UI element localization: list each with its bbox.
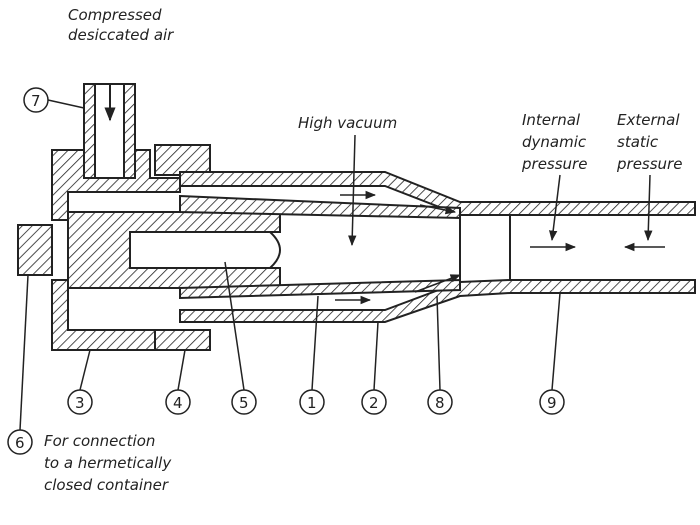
callout-9: 9 (539, 292, 565, 415)
callout-3-text: 3 (75, 394, 85, 412)
central-stem (17, 211, 281, 289)
high-vacuum-label: High vacuum (298, 114, 397, 132)
internal-pressure-label-line3: pressure (521, 155, 587, 173)
air-inlet-pipe (83, 83, 136, 179)
callout-2: 2 (361, 321, 387, 415)
callout-5-text: 5 (239, 394, 249, 412)
callout-6-text: 6 (15, 434, 25, 452)
callout-4-text: 4 (173, 394, 183, 412)
external-pressure-label-line3: pressure (616, 155, 682, 173)
connection-label-line2: to a hermetically (44, 454, 172, 472)
union-nut (154, 144, 211, 351)
callout-6: 6 (7, 274, 33, 455)
compressed-air-label-line1: Compressed (68, 6, 162, 24)
callout-5: 5 (224, 261, 257, 415)
external-pressure-label-line2: static (617, 133, 659, 151)
internal-pressure-label-line1: Internal (522, 111, 581, 129)
callout-2-text: 2 (369, 394, 379, 412)
connection-label-line3: closed container (44, 476, 169, 494)
callout-4: 4 (165, 349, 191, 415)
flow-arrows (335, 190, 665, 305)
callout-1: 1 (299, 295, 325, 415)
internal-pressure-label-line2: dynamic (522, 133, 587, 151)
connection-label-line1: For connection (44, 432, 155, 450)
callout-8-text: 8 (435, 394, 445, 412)
callout-8: 8 (427, 295, 453, 415)
callout-3: 3 (67, 349, 93, 415)
callout-1-text: 1 (307, 394, 317, 412)
external-pressure-label-line1: External (617, 111, 680, 129)
callout-9-text: 9 (547, 394, 557, 412)
callout-7-text: 7 (31, 92, 41, 110)
callout-7: 7 (23, 87, 85, 113)
compressed-air-label-line2: desiccated air (68, 26, 174, 44)
